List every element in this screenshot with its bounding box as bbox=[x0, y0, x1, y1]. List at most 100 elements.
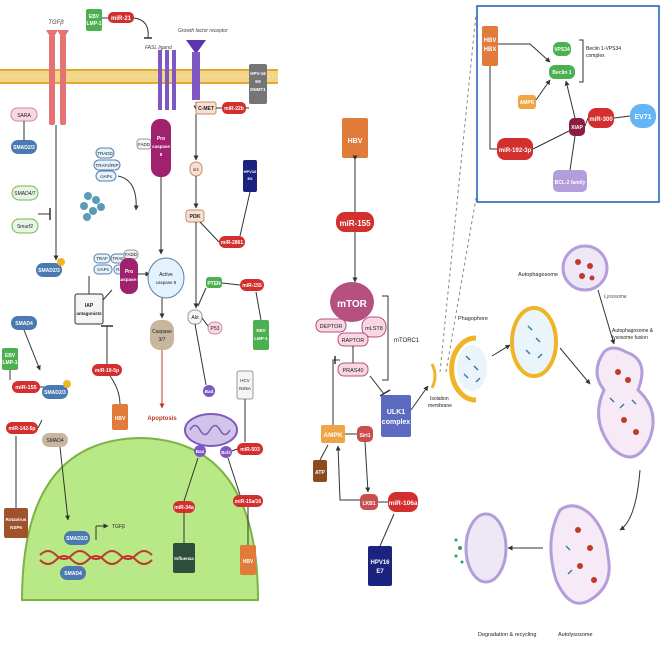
ebvlmp-label: EBV bbox=[256, 328, 265, 333]
lysosome-icon bbox=[561, 244, 609, 292]
caspase37-label: Caspase bbox=[152, 329, 172, 335]
traf-label: TRAF bbox=[96, 256, 108, 261]
beclin1-label: Beclin 1 bbox=[552, 70, 571, 76]
hbvhbx-label: HBV bbox=[484, 38, 497, 44]
smad23-n-node bbox=[64, 531, 90, 545]
ciaps-node bbox=[95, 170, 117, 182]
mir2861-node bbox=[219, 236, 245, 248]
mlst8-node bbox=[361, 316, 387, 338]
procaspase8-label2: caspase 8 bbox=[118, 277, 140, 282]
fadd2-label: FADD bbox=[138, 142, 151, 147]
atp-node bbox=[313, 460, 327, 482]
gfr-label: Growth factor receptor bbox=[178, 28, 228, 34]
ebv2-label: EBV bbox=[5, 353, 16, 359]
hpv-label2: E7 bbox=[376, 569, 384, 575]
nucleus bbox=[20, 436, 260, 601]
mir155-b-node bbox=[240, 279, 264, 291]
atp-label: ATP bbox=[315, 470, 325, 476]
beclin1-node bbox=[549, 65, 575, 79]
mir503-node bbox=[237, 443, 263, 455]
mlst8-label: mLST8 bbox=[365, 326, 383, 332]
hpv16e6-label: HPV16 bbox=[244, 169, 257, 174]
isolation-membrane-icon bbox=[430, 363, 437, 389]
lkb1-node bbox=[360, 494, 378, 510]
mtor-node bbox=[330, 282, 374, 322]
active-caspase8-node bbox=[147, 257, 185, 299]
hbvhbx-label2: HBX bbox=[484, 47, 497, 53]
smad47-node bbox=[11, 185, 39, 201]
mir1923p-node bbox=[497, 138, 533, 160]
tgfb-label: TGFβ bbox=[48, 20, 64, 26]
fusion-label: Autophagosome & bbox=[612, 328, 654, 334]
mir106a-node bbox=[388, 492, 418, 512]
phagophore-icon bbox=[449, 335, 477, 403]
hbvhbx-node bbox=[482, 26, 498, 66]
mir503-label: miR-503 bbox=[240, 447, 260, 453]
ampk-node bbox=[321, 425, 345, 443]
hcv-label: HCV bbox=[240, 378, 250, 383]
p53-node bbox=[207, 321, 223, 335]
smad47-label: SMAD4/7 bbox=[14, 191, 36, 197]
tgfb-gene-label: TGFβ bbox=[112, 524, 125, 530]
sirt1-label: Sirt1 bbox=[359, 433, 370, 439]
procaspase8-top-label2: caspase bbox=[152, 144, 170, 149]
mir21-node bbox=[108, 12, 134, 23]
autophagosome-label: Autophagosome bbox=[518, 272, 558, 278]
tradd2-label: TRADD bbox=[112, 256, 128, 261]
procaspase8-top-node bbox=[151, 119, 171, 177]
influenza-label: Influenza bbox=[174, 556, 194, 561]
dna-strand bbox=[39, 550, 153, 560]
smad23-b-label: SMAD2/3 bbox=[38, 268, 60, 274]
mir21-label: miR-21 bbox=[111, 16, 132, 22]
mir195p-label: miR-19-5p bbox=[95, 368, 119, 374]
xiap-label: XIAP bbox=[571, 125, 583, 131]
ciaps2-node bbox=[93, 264, 113, 275]
pi3k-node bbox=[185, 209, 205, 223]
autolysosome-icon bbox=[549, 504, 611, 605]
active-caspase8-label: Active bbox=[159, 272, 173, 278]
procaspase8-top-label3: 8 bbox=[160, 152, 163, 157]
hpv-node bbox=[368, 546, 392, 586]
mir3005-label: miR-300 bbox=[589, 117, 613, 123]
traf-rip-node bbox=[93, 159, 121, 171]
rotavirus-label2: NSP5 bbox=[10, 525, 22, 530]
mir155-b-label: miR-155 bbox=[242, 283, 262, 289]
pten-label: PTEN bbox=[207, 281, 221, 287]
tgfb-receptor bbox=[46, 30, 69, 125]
ebvlmp-node bbox=[253, 320, 269, 350]
ev71-label: EV71 bbox=[634, 114, 651, 121]
smad23-a-label: SMAD2/3 bbox=[13, 145, 35, 151]
mitochondrion-icon bbox=[184, 413, 238, 447]
procaspase8-top-label: Pro bbox=[157, 136, 165, 142]
vps34-label: VPS34 bbox=[554, 47, 570, 53]
cmet-label: C-MET bbox=[198, 106, 214, 112]
complex-label: Beclin 1-VPS34 bbox=[586, 46, 621, 52]
rotavirus-node bbox=[4, 508, 28, 538]
fusion-icon bbox=[595, 346, 655, 459]
bax-node bbox=[194, 445, 206, 457]
hpv16-dnmt1 bbox=[249, 64, 267, 104]
hpv16e6-label2: E6 bbox=[248, 176, 254, 181]
mir2861-label: miR-2861 bbox=[221, 240, 243, 246]
mir34a-node bbox=[173, 501, 195, 513]
hpv16-label: HPV-16 bbox=[250, 71, 266, 76]
bad-node bbox=[203, 385, 215, 397]
mir22b-label: miR-22b bbox=[224, 106, 244, 112]
ebv-lmp1-top-label: EBV bbox=[89, 14, 100, 20]
mir1425p-label: miR-142-5p bbox=[9, 426, 36, 432]
sara-label: SARA bbox=[17, 113, 31, 119]
caspase37-label2: 3/7 bbox=[159, 337, 166, 343]
deptor-node bbox=[315, 318, 347, 333]
inset-ampk-node bbox=[518, 95, 536, 109]
mir22b-node bbox=[222, 102, 246, 114]
ciaps-label: cIAPs bbox=[100, 174, 113, 179]
hpv16e6-node bbox=[243, 160, 257, 192]
mir34a-label: miR-34a bbox=[174, 505, 194, 511]
ebvlmp-label2: LMP-1 bbox=[254, 336, 268, 341]
procaspase8-label: Pro bbox=[125, 269, 133, 275]
bcl2-label: Bcl2 bbox=[221, 450, 231, 455]
mir106a-label: miR-106a bbox=[389, 500, 418, 507]
bcl2-family-label: BCL-2 family bbox=[555, 180, 586, 186]
isolation-label: Isolation bbox=[430, 396, 449, 402]
degradation-icon bbox=[464, 512, 508, 584]
